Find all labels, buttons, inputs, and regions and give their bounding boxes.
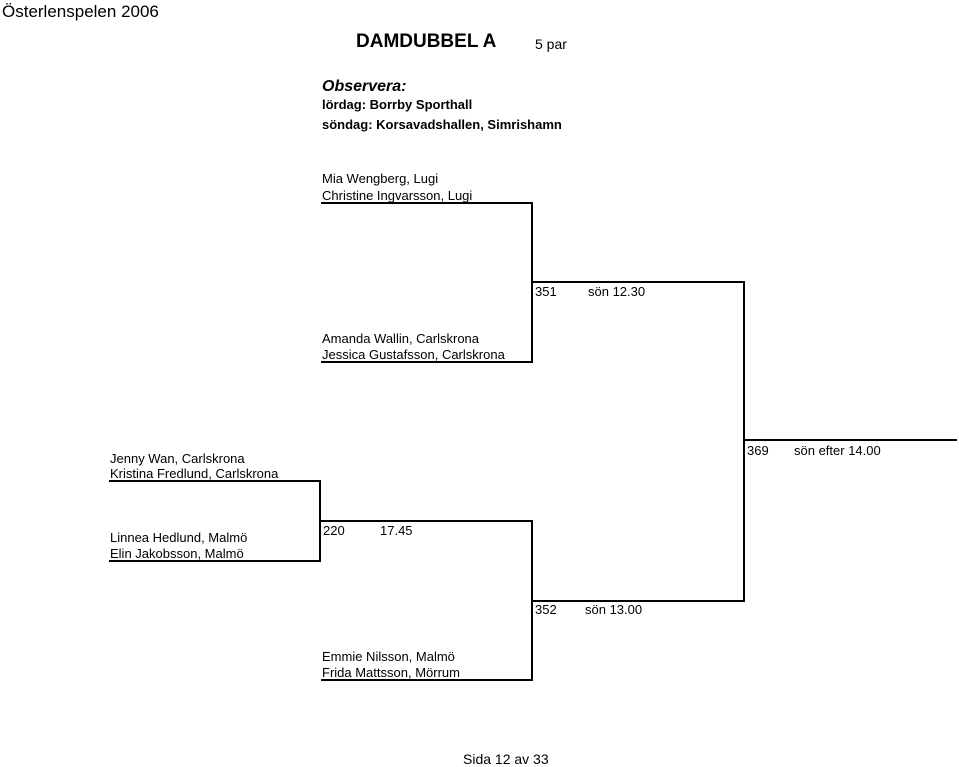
team3-player1: Jenny Wan, Carlskrona (110, 451, 245, 466)
match-352-number: 352 (535, 602, 557, 617)
pair-count: 5 par (535, 36, 567, 52)
team3-player2: Kristina Fredlund, Carlskrona (110, 466, 279, 481)
bracket-line-220 (319, 520, 533, 522)
match-369-number: 369 (747, 443, 769, 458)
team4-player1: Linnea Hedlund, Malmö (110, 530, 248, 545)
team2-player1: Amanda Wallin, Carlskrona (322, 331, 480, 346)
team1-player2: Christine Ingvarsson, Lugi (322, 188, 473, 203)
bracket-line-team1 (321, 202, 533, 204)
match-220-time: 17.45 (380, 523, 413, 538)
bracket-line-team5 (321, 679, 533, 681)
notice-heading: Observera: (322, 78, 407, 95)
bracket-line-team2 (321, 361, 533, 363)
match-352-time: sön 13.00 (585, 602, 643, 617)
bracket-line-369 (743, 439, 957, 441)
bracket-connector-369 (743, 281, 745, 602)
notice-sunday-venue: söndag: Korsavadshallen, Simrishamn (322, 117, 562, 132)
match-220-number: 220 (323, 523, 345, 538)
tournament-header: Österlenspelen 2006 (2, 2, 159, 21)
page-number: Sida 12 av 33 (463, 751, 549, 767)
bracket-line-352 (531, 600, 745, 602)
team5-player1: Emmie Nilsson, Malmö (322, 649, 455, 664)
match-351-number: 351 (535, 284, 557, 299)
bracket-line-team3 (109, 480, 321, 482)
match-369-time: sön efter 14.00 (794, 443, 881, 458)
event-title: DAMDUBBEL A (356, 31, 497, 52)
team5-player2: Frida Mattsson, Mörrum (322, 665, 460, 680)
team1-player1: Mia Wengberg, Lugi (322, 171, 439, 186)
bracket-line-351 (531, 281, 745, 283)
match-351-time: sön 12.30 (588, 284, 646, 299)
bracket-line-team4 (109, 560, 321, 562)
notice-saturday-venue: lördag: Borrby Sporthall (322, 97, 473, 112)
team2-player2: Jessica Gustafsson, Carlskrona (322, 347, 505, 362)
team4-player2: Elin Jakobsson, Malmö (110, 546, 244, 561)
